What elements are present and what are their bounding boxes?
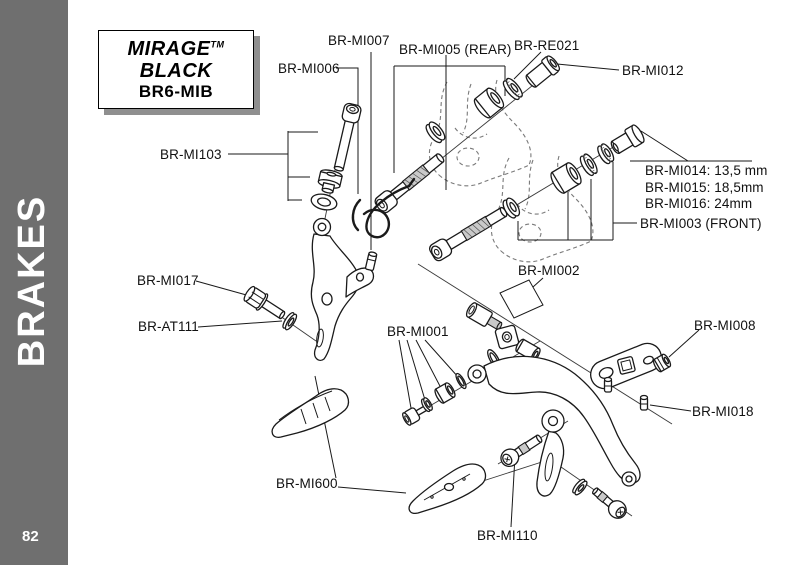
- part-label-br-mi018: BR-MI018: [692, 404, 754, 419]
- recessed-nut-mi014: [610, 124, 645, 155]
- part-label-br-mi012: BR-MI012: [622, 63, 684, 78]
- model-title-box: MIRAGETM BLACK BR6-MIB: [98, 30, 254, 109]
- part-label-br-mi002: BR-MI002: [518, 263, 580, 278]
- part-label-br-re021: BR-RE021: [514, 38, 580, 53]
- o-ring-1: [455, 372, 467, 390]
- part-label-br-mi005: BR-MI005 (REAR): [399, 42, 512, 57]
- part-label-br-at111: BR-AT111: [138, 319, 199, 334]
- pad-bolt-mi017: [243, 285, 286, 320]
- small-bushing: [434, 382, 456, 404]
- center-bolt-mi110: [500, 434, 543, 468]
- part-label-br-mi014: BR-MI014: 13,5 mm: [645, 163, 768, 178]
- brake-pad-left: [271, 388, 350, 438]
- front-mounting-bolt: [429, 206, 508, 262]
- bridge-plate: [590, 342, 662, 390]
- bridge-pin-1: [603, 376, 613, 393]
- part-label-br-mi600: BR-MI600: [276, 476, 338, 491]
- part-label-br-mi103: BR-MI103: [160, 147, 222, 162]
- part-label-br-mi001: BR-MI001: [387, 324, 449, 339]
- nut-mi008: [652, 353, 672, 373]
- cable-clamp-plate: [494, 324, 520, 350]
- washer-at111: [282, 311, 298, 331]
- return-spring: [351, 177, 416, 239]
- part-label-br-mi006: BR-MI006: [278, 61, 340, 76]
- front-nut: [550, 162, 582, 194]
- rear-caliper-arm: [467, 355, 641, 497]
- section-title: BRAKES: [11, 194, 53, 368]
- rear-washer: [425, 121, 446, 144]
- front-washer: [502, 197, 521, 219]
- lower-washer: [572, 478, 588, 496]
- rear-sleeve-nut: [525, 55, 561, 88]
- model-name-line2: BLACK: [139, 59, 213, 82]
- rear-mounting-bolt: [374, 153, 445, 214]
- bridge-pin-2-mi018: [639, 394, 649, 411]
- part-label-br-mi007: BR-MI007: [328, 33, 390, 48]
- section-sidebar: BRAKES 82: [0, 0, 68, 565]
- model-code: BR6-MIB: [138, 81, 214, 101]
- spring-pin-mi007: [364, 251, 378, 272]
- part-label-br-mi017: BR-MI017: [137, 273, 199, 288]
- leader-lines: [195, 51, 752, 528]
- pivot-bolt-mi103: [333, 102, 362, 172]
- small-washer: [420, 397, 433, 413]
- part-label-br-mi003: BR-MI003 (FRONT): [640, 216, 762, 231]
- rear-nut: [473, 87, 505, 119]
- trademark-symbol: TM: [210, 39, 225, 49]
- rear-serrated-washer: [502, 77, 523, 101]
- front-serrated-washer-2: [597, 143, 615, 165]
- part-label-br-mi110: BR-MI110: [477, 528, 538, 543]
- pivot-flat-washer: [310, 193, 338, 211]
- front-serrated-washer-1: [579, 153, 598, 177]
- cable-clamp-bolt-mi002: [465, 302, 503, 331]
- page-number: 82: [22, 528, 39, 545]
- brake-pad-right: [408, 463, 487, 514]
- pivot-bushing: [317, 169, 343, 194]
- lower-bolt: [591, 487, 627, 519]
- part-label-br-mi016: BR-MI016: 24mm: [645, 196, 753, 211]
- adjuster-screw-mi001: [402, 405, 429, 426]
- model-name-line1: MIRAGETM: [127, 37, 225, 60]
- part-label-br-mi008: BR-MI008: [694, 318, 756, 333]
- front-caliper-arm: [310, 217, 375, 362]
- part-label-br-mi015: BR-MI015: 18,5mm: [645, 180, 764, 195]
